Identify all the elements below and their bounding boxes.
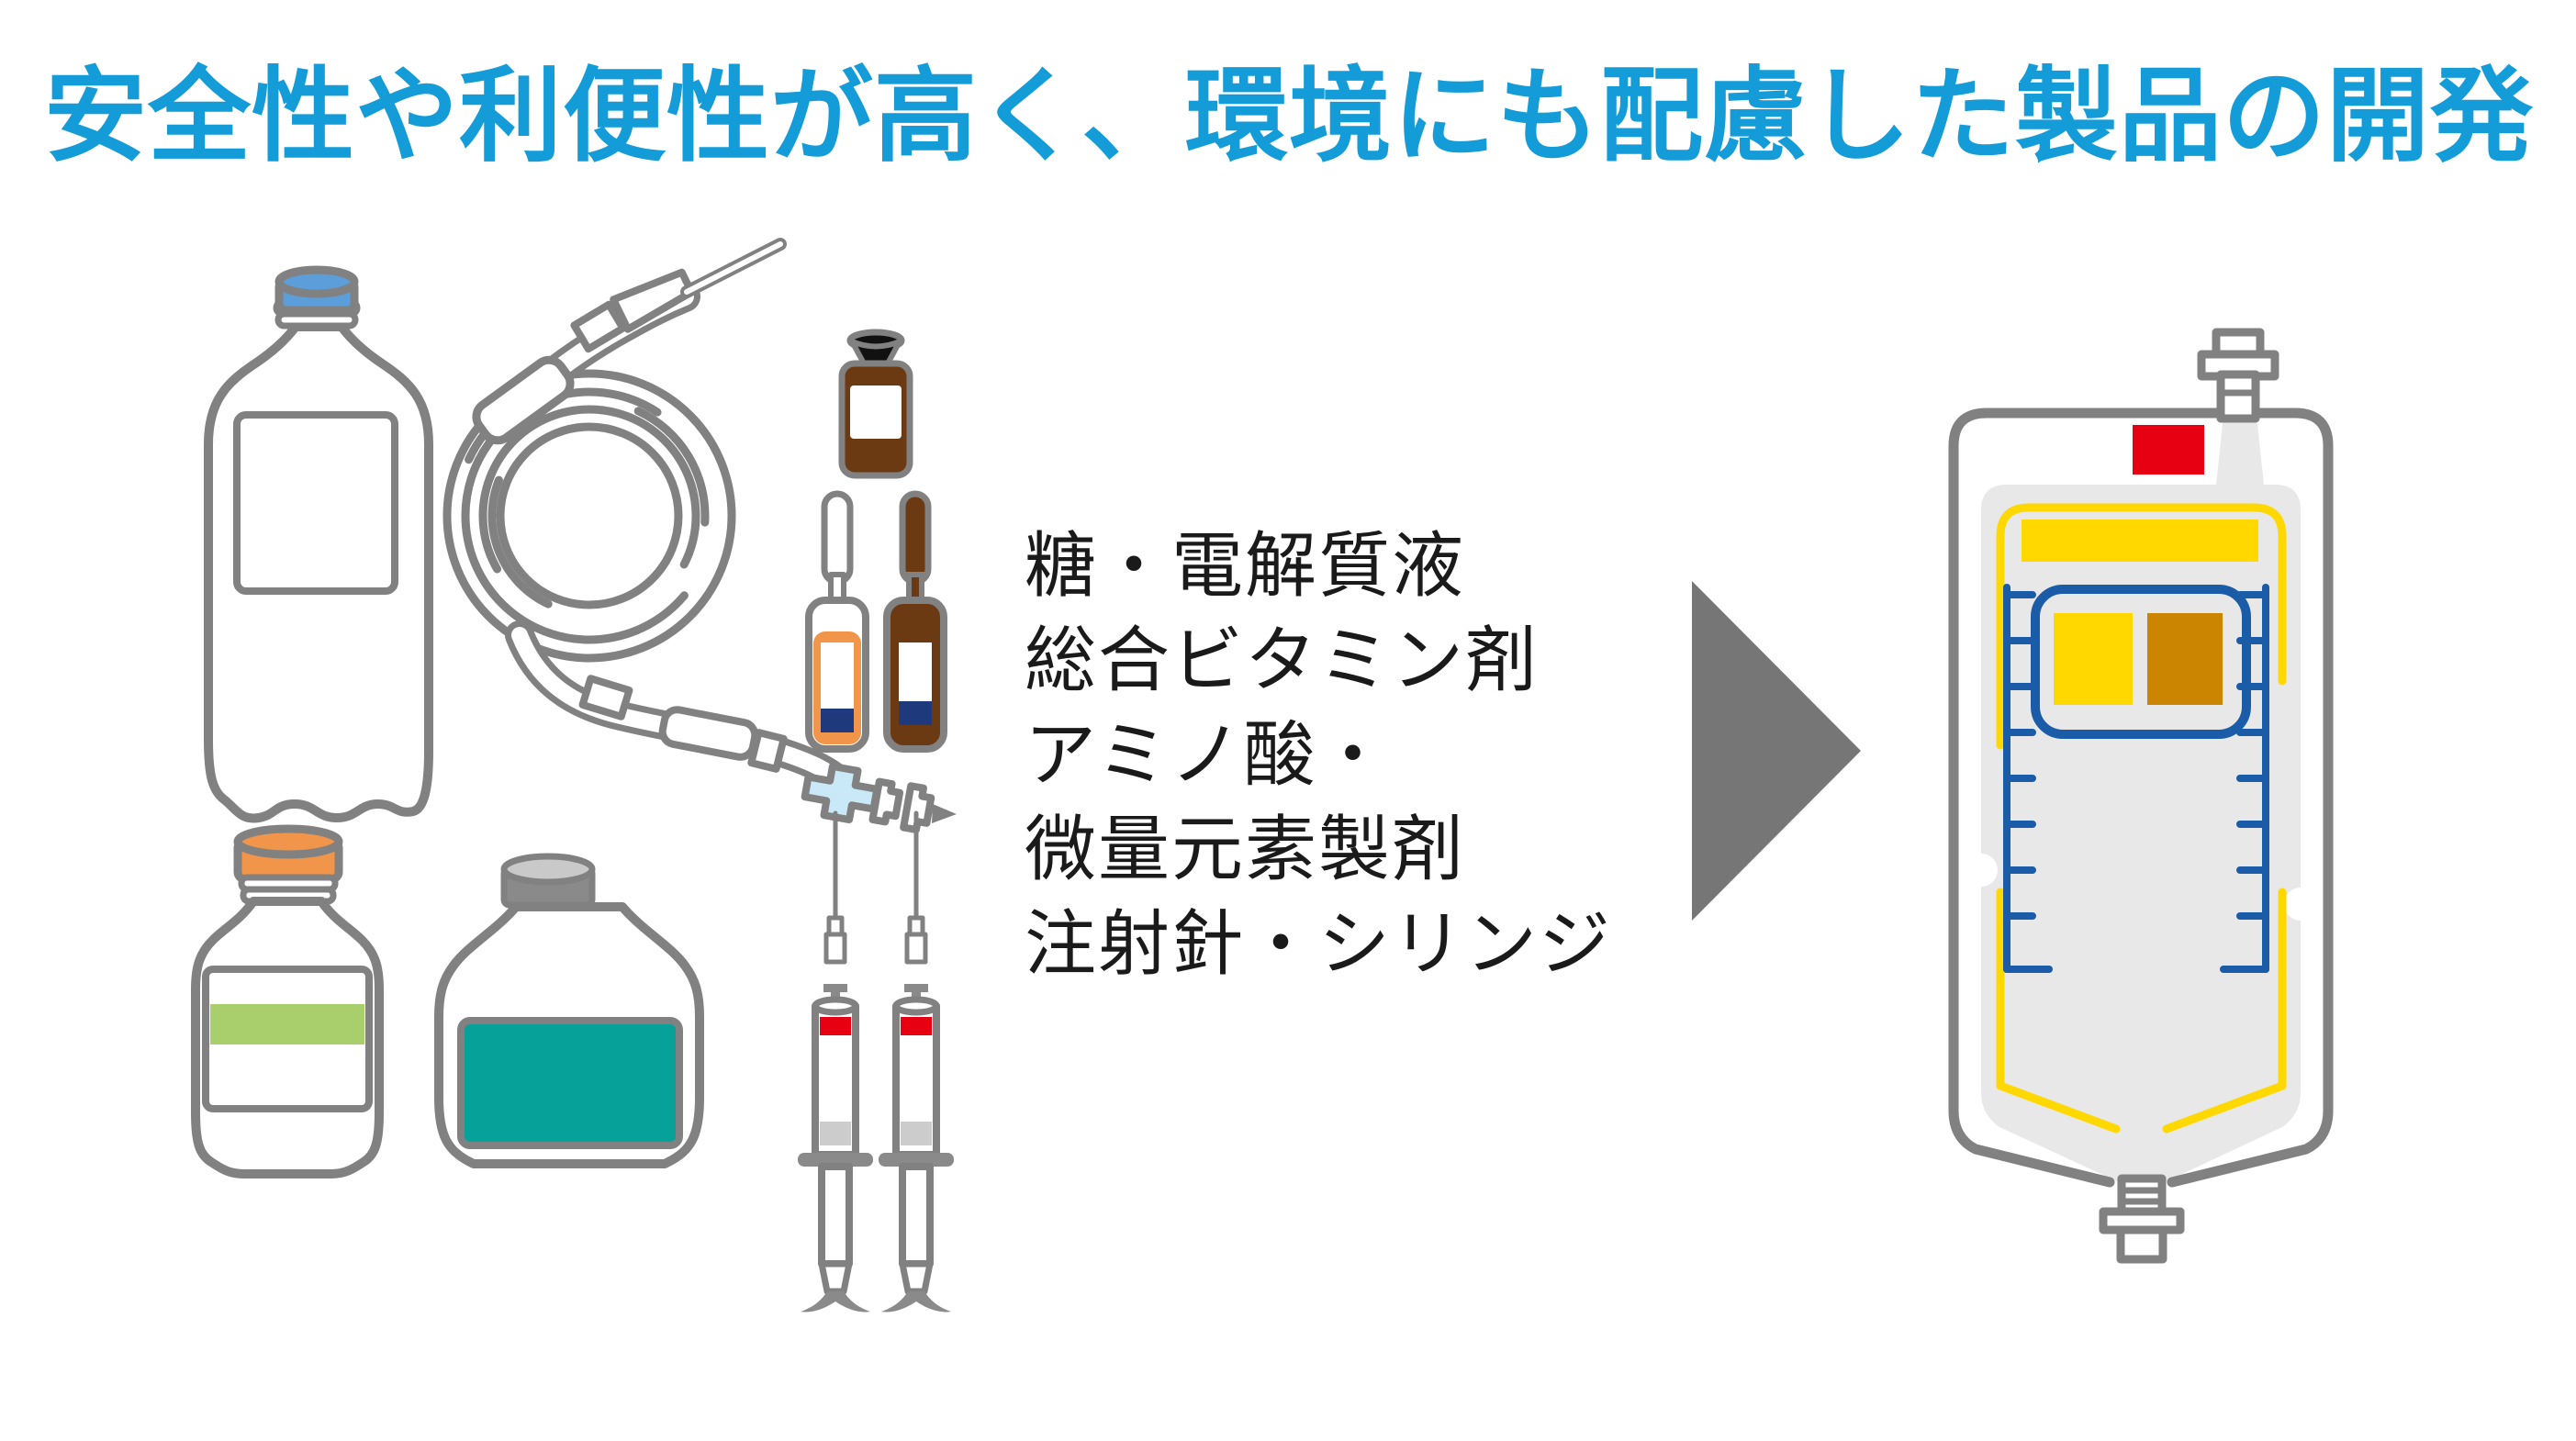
product-list-item: 注射針・シリンジ	[1025, 903, 1613, 986]
bag-chamber-amber	[2147, 613, 2223, 705]
luer-tip	[932, 804, 957, 823]
bottle-blank-label	[233, 411, 398, 595]
green-band	[210, 1004, 364, 1044]
syringe-red-band	[820, 1017, 851, 1035]
bag-bottom-port	[2099, 1174, 2185, 1264]
product-list: 糖・電解質液 総合ビタミン剤 アミノ酸・ 微量元素製剤 注射針・シリンジ	[1025, 519, 1612, 992]
tube-clamp	[747, 729, 788, 773]
blue-cap-icon	[274, 265, 359, 315]
bag-side-notch	[2284, 888, 2317, 921]
product-list-item: 糖・電解質液	[1025, 525, 1466, 608]
bag-yellow-label	[2022, 519, 2258, 562]
bag-film	[1981, 418, 2301, 1182]
product-list-item: 総合ビタミン剤	[1025, 620, 1540, 702]
bag-scale-left	[2003, 584, 2053, 973]
teal-label	[457, 1017, 683, 1149]
tube-sleeve	[658, 706, 759, 761]
clear-ampoule-icon	[805, 490, 869, 753]
bag-red-label	[2133, 425, 2204, 475]
product-list-item: アミノ酸・	[1025, 714, 1391, 797]
tube-sleeve	[472, 355, 575, 445]
tube-clamp	[570, 300, 627, 353]
iv-tubing-coil-icon	[442, 238, 957, 833]
bag-top-port	[2197, 328, 2279, 423]
stopcock-connector-icon	[801, 762, 957, 833]
syringe-flange	[798, 1153, 873, 1167]
bag-compartment-outline	[2031, 585, 2251, 739]
brown-vial-icon	[838, 329, 913, 479]
pet-bottle-icon	[204, 265, 433, 823]
bag-chamber-yellow	[2054, 613, 2133, 705]
tube-clamp	[578, 675, 633, 720]
flow-arrow-icon	[1692, 581, 1861, 921]
gray-cap-bottle-icon	[434, 853, 704, 1168]
product-list-item: 微量元素製剤	[1025, 809, 1466, 891]
iv-bag-icon	[1948, 328, 2334, 1264]
injection-needle-icon	[823, 810, 847, 965]
orange-cap-bottle-icon	[191, 824, 384, 1178]
injection-needle-icon	[907, 813, 925, 962]
syringe-icon	[879, 984, 954, 1312]
page-title: 安全性や利便性が高く、環境にも配慮した製品の開発	[44, 57, 2534, 176]
vial-blank-label	[850, 385, 902, 439]
bag-yellow-seal-line	[1996, 503, 2287, 1134]
bag-side-notch	[1965, 854, 1998, 887]
bag-outline	[1948, 408, 2334, 1188]
amber-ampoule-icon	[883, 490, 947, 753]
bag-scale-right	[2220, 584, 2269, 973]
syringe-icon	[798, 984, 873, 1313]
